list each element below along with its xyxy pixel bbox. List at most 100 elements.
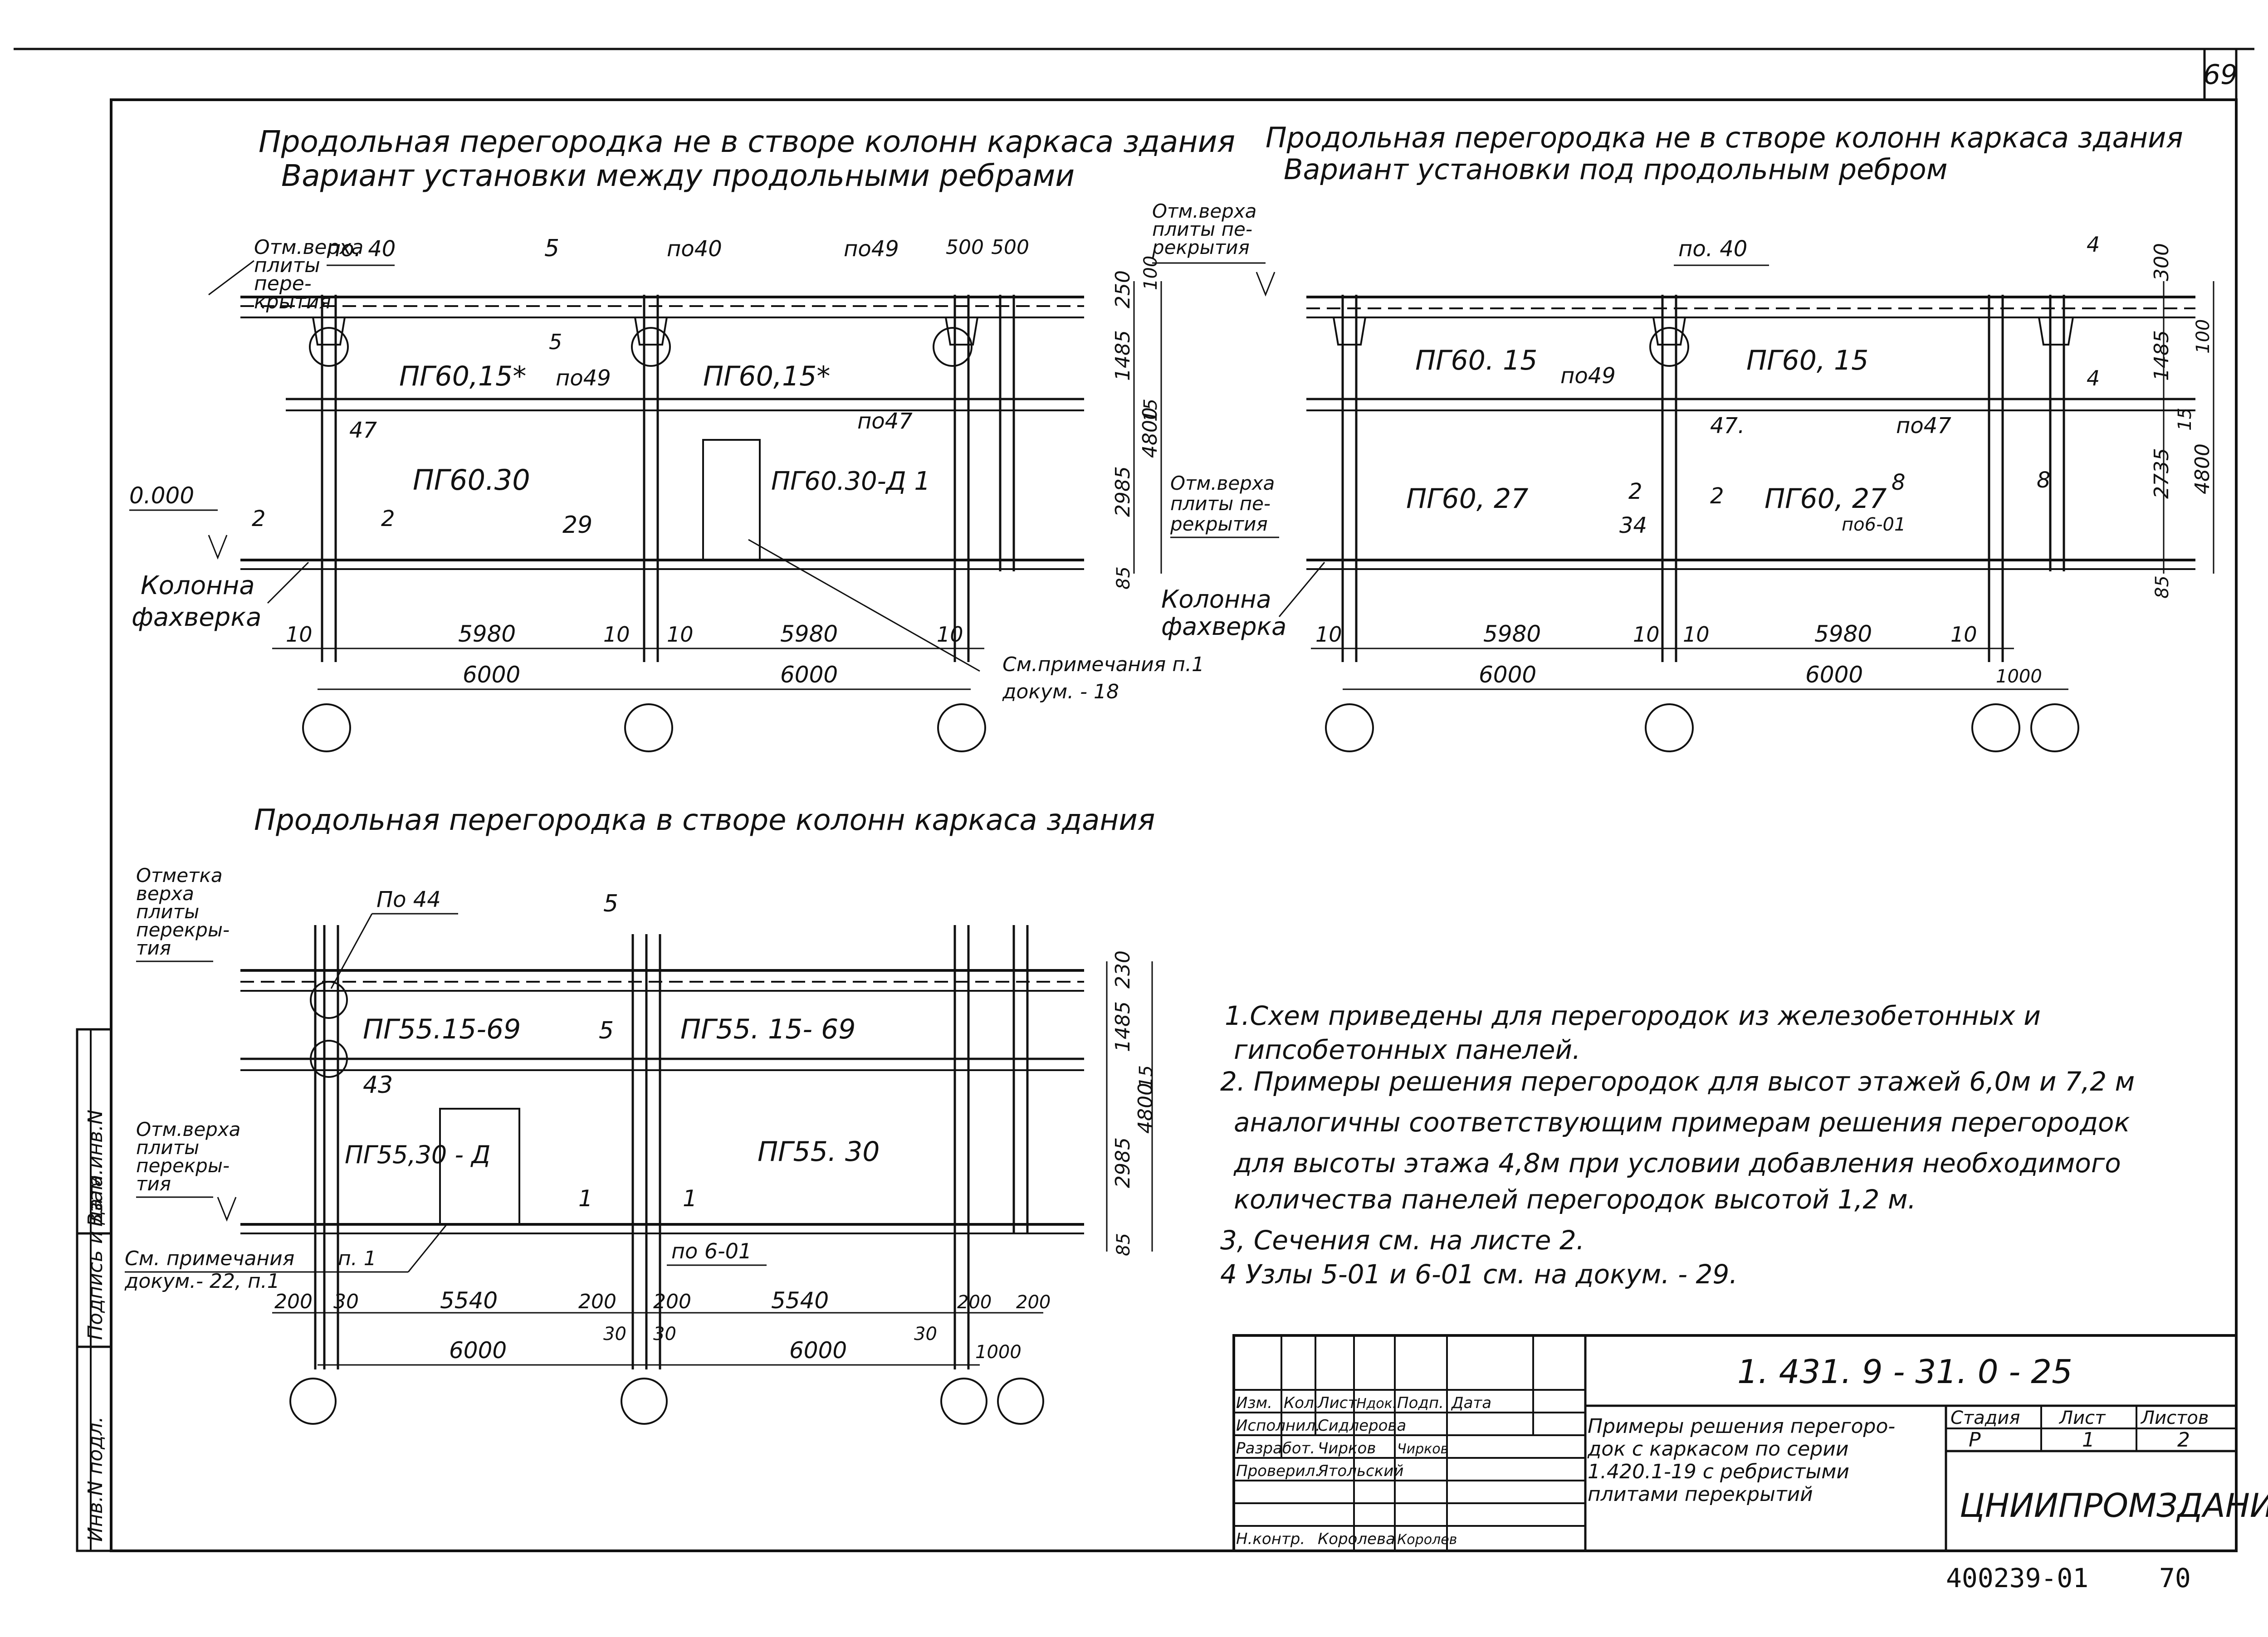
b-note-ref-1: См. примечания bbox=[125, 1247, 294, 1270]
tr-dim-2735: 2735 bbox=[2150, 448, 2173, 499]
tr-node-47b: по47 bbox=[1896, 413, 1951, 438]
tr-panel-top-1: ПГ60. 15 bbox=[1415, 345, 1537, 376]
note-line-7: 3, Сечения см. на листе 2. bbox=[1220, 1225, 1584, 1256]
tr-dim-85: 85 bbox=[2152, 575, 2173, 599]
b-level-b1: Отм.верха bbox=[136, 1118, 240, 1140]
sheet-frame: 69 bbox=[14, 48, 2254, 1552]
b-title: Продольная перегородка в створе колонн к… bbox=[254, 804, 1155, 837]
note-line-6: количества панелей перегородок высотой 1… bbox=[1234, 1184, 1916, 1215]
b-level-b2: плиты bbox=[136, 1136, 199, 1159]
tb-r2-sign: Чирков bbox=[1397, 1441, 1448, 1457]
tb-desc-1: Примеры решения перегоро- bbox=[1588, 1415, 1895, 1438]
tr-dim-5980a: 5980 bbox=[1483, 621, 1541, 647]
note-line-2: гипсобетонных панелей. bbox=[1234, 1034, 1581, 1065]
tr-dim-10b: 10 bbox=[1633, 622, 1660, 647]
tr-section-4b: 4 bbox=[2087, 366, 2100, 390]
tl-section-2a: 2 bbox=[252, 506, 266, 531]
tb-organization: ЦНИИПРОМЗДАНИЙ bbox=[1960, 1486, 2268, 1525]
b-dim-1485: 1485 bbox=[1111, 1001, 1134, 1052]
tl-dim-10d: 10 bbox=[937, 622, 963, 647]
note-line-4: аналогичны соответствующим примерам реше… bbox=[1234, 1107, 2130, 1138]
tb-h-izm: Изм. bbox=[1236, 1394, 1272, 1412]
tr-section-2b: 2 bbox=[1710, 483, 1724, 509]
b-node-43: 43 bbox=[363, 1072, 393, 1099]
note-line-1: 1.Схем приведены для перегородок из желе… bbox=[1225, 1000, 2041, 1031]
tl-node-40b: по40 bbox=[667, 236, 722, 262]
b-dim-30b: 30 bbox=[603, 1324, 626, 1345]
tl-panel-top-2: ПГ60,15* bbox=[703, 361, 830, 392]
tl-column-1: Колонна bbox=[141, 571, 255, 600]
tr-node-40: по. 40 bbox=[1678, 236, 1747, 262]
b-panel-main-2: ПГ55. 30 bbox=[758, 1136, 880, 1168]
tl-dim-500a: 500 bbox=[946, 236, 984, 259]
tr-dim-6000b: 6000 bbox=[1805, 662, 1863, 688]
b-node-44: По 44 bbox=[376, 887, 441, 912]
b-dim-200e: 200 bbox=[1016, 1292, 1051, 1313]
tr-node-49: по49 bbox=[1560, 363, 1616, 389]
note-line-5: для высоты этажа 4,8м при условии добавл… bbox=[1233, 1148, 2121, 1179]
tr-level-b1: Отм.верха bbox=[1170, 472, 1275, 494]
tb-h-stadia: Стадия bbox=[1950, 1408, 2020, 1428]
b-dim-200d: 200 bbox=[957, 1292, 992, 1313]
tb-r2-role: Разработ. bbox=[1236, 1439, 1315, 1457]
tr-title-2: Вариант установки под продольным ребром bbox=[1284, 153, 1947, 186]
tr-panel-main-2: ПГ60, 27 bbox=[1765, 483, 1887, 515]
tl-dim-100: 100 bbox=[1140, 256, 1161, 290]
tr-dim-300: 300 bbox=[2150, 243, 2173, 281]
tr-node-6-01: по6-01 bbox=[1842, 514, 1906, 535]
b-node-6-01: по 6-01 bbox=[671, 1239, 752, 1263]
b-dim-30a: 30 bbox=[333, 1290, 359, 1313]
tl-node-29: 29 bbox=[562, 512, 592, 539]
bottom-page: 70 bbox=[2159, 1563, 2191, 1593]
tb-sheets: 2 bbox=[2177, 1428, 2190, 1452]
b-dim-200b: 200 bbox=[578, 1290, 616, 1313]
tl-panel-main-2: ПГ60.30-Д 1 bbox=[771, 467, 930, 496]
tb-r3-name: Ятольский bbox=[1317, 1462, 1403, 1480]
b-note-ref-2: докум.- 22, п.1 bbox=[124, 1270, 280, 1293]
b-panel-top-2: ПГ55. 15- 69 bbox=[680, 1013, 855, 1045]
sheet-number: 69 bbox=[2203, 59, 2238, 91]
note-line-3: 2. Примеры решения перегородок для высот… bbox=[1220, 1066, 2135, 1097]
b-panel-main-1: ПГ55,30 - Д bbox=[345, 1140, 490, 1169]
tr-level-b2: плиты пе- bbox=[1170, 492, 1271, 515]
tl-dim-6000a: 6000 bbox=[463, 662, 520, 688]
tl-dim-10a: 10 bbox=[286, 622, 313, 647]
b-dim-15: 15 bbox=[1136, 1065, 1157, 1088]
tb-h-list: Лист bbox=[1317, 1394, 1357, 1412]
tb-doc-code: 1. 431. 9 - 31. 0 - 25 bbox=[1737, 1353, 2072, 1391]
tb-r3-role: Проверил. bbox=[1236, 1462, 1320, 1480]
tr-section-8b: 8 bbox=[2037, 468, 2051, 493]
b-dim-5540b: 5540 bbox=[771, 1287, 829, 1314]
tb-h-sheets: Листов bbox=[2140, 1408, 2209, 1428]
b-level-b4: тия bbox=[136, 1173, 171, 1195]
b-dim-200a: 200 bbox=[274, 1290, 313, 1313]
tr-section-4a: 4 bbox=[2087, 232, 2100, 257]
tb-desc-3: 1.420.1-19 с ребристыми bbox=[1588, 1460, 1849, 1483]
title-block: 1. 431. 9 - 31. 0 - 25 Изм. Кол. Лист Нд… bbox=[1232, 1334, 2268, 1552]
tb-h-data: Дата bbox=[1451, 1394, 1491, 1412]
tb-h-kol: Кол. bbox=[1284, 1394, 1319, 1412]
stamp-podp-data: Подпись и дата bbox=[84, 1175, 107, 1340]
tl-note-ref-2: докум. - 18 bbox=[1002, 680, 1119, 703]
tr-dim-100: 100 bbox=[2193, 319, 2214, 354]
tr-panel-main-1: ПГ60, 27 bbox=[1406, 483, 1528, 515]
tr-level-1: Отм.верха bbox=[1152, 200, 1256, 222]
tl-dim-5980a: 5980 bbox=[458, 621, 516, 647]
tl-section-2b: 2 bbox=[381, 506, 395, 531]
b-dim-2985: 2985 bbox=[1111, 1137, 1134, 1188]
tl-section-5b: 5 bbox=[549, 330, 562, 354]
tl-title-2: Вариант установки между продольными ребр… bbox=[281, 158, 1075, 193]
tl-dim-10b: 10 bbox=[603, 622, 630, 647]
tl-node-47b: по47 bbox=[857, 409, 913, 434]
tl-zero-level: 0.000 bbox=[129, 482, 194, 509]
side-stamp: Инв.N подл. Подпись и дата Взам.инв.N bbox=[76, 1028, 112, 1552]
b-dim-230: 230 bbox=[1111, 950, 1134, 989]
b-level-1: Отметка bbox=[136, 864, 223, 887]
tr-dim-10a: 10 bbox=[1315, 622, 1342, 647]
view-top-left: Продольная перегородка не в створе колон… bbox=[129, 124, 1235, 752]
tl-node-49b: по49 bbox=[556, 365, 611, 391]
tb-h-sheet: Лист bbox=[2058, 1408, 2106, 1428]
b-dim-30d: 30 bbox=[914, 1324, 937, 1345]
tr-node-47a: 47. bbox=[1710, 413, 1745, 438]
